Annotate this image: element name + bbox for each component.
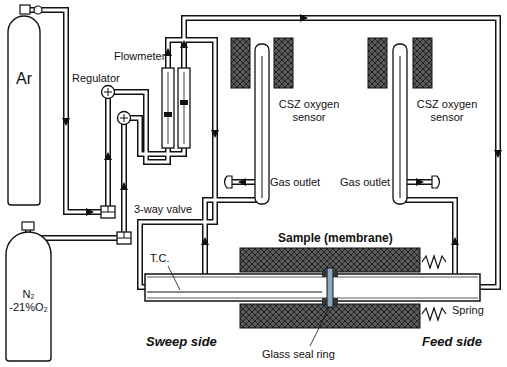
cylinder-label: N₂ -21%O₂: [5, 288, 52, 313]
spring-label: Spring: [452, 304, 484, 317]
cylinder-label: Ar: [7, 70, 41, 88]
cylinder-outline: [7, 14, 41, 206]
sensor-label: CSZ oxygen sensor: [272, 98, 346, 124]
regulator-label: Regulator: [72, 72, 120, 85]
sample-label: Sample (membrane): [278, 231, 393, 245]
seal-label: Glass seal ring: [262, 348, 335, 361]
gas-cylinder: N₂ -21%O₂: [5, 230, 52, 362]
thermocouple-label: T.C.: [150, 252, 170, 265]
valve-label: 3-way valve: [134, 203, 192, 216]
sensor-label: CSZ oxygen sensor: [410, 98, 484, 124]
gas-cylinder: Ar: [7, 14, 41, 206]
side-label: Sweep side: [146, 334, 217, 350]
outlet-label: Gas outlet: [270, 176, 320, 189]
outlet-label: Gas outlet: [340, 176, 390, 189]
flowmeter-label: Flowmeter: [114, 50, 165, 63]
side-label: Feed side: [422, 334, 482, 350]
